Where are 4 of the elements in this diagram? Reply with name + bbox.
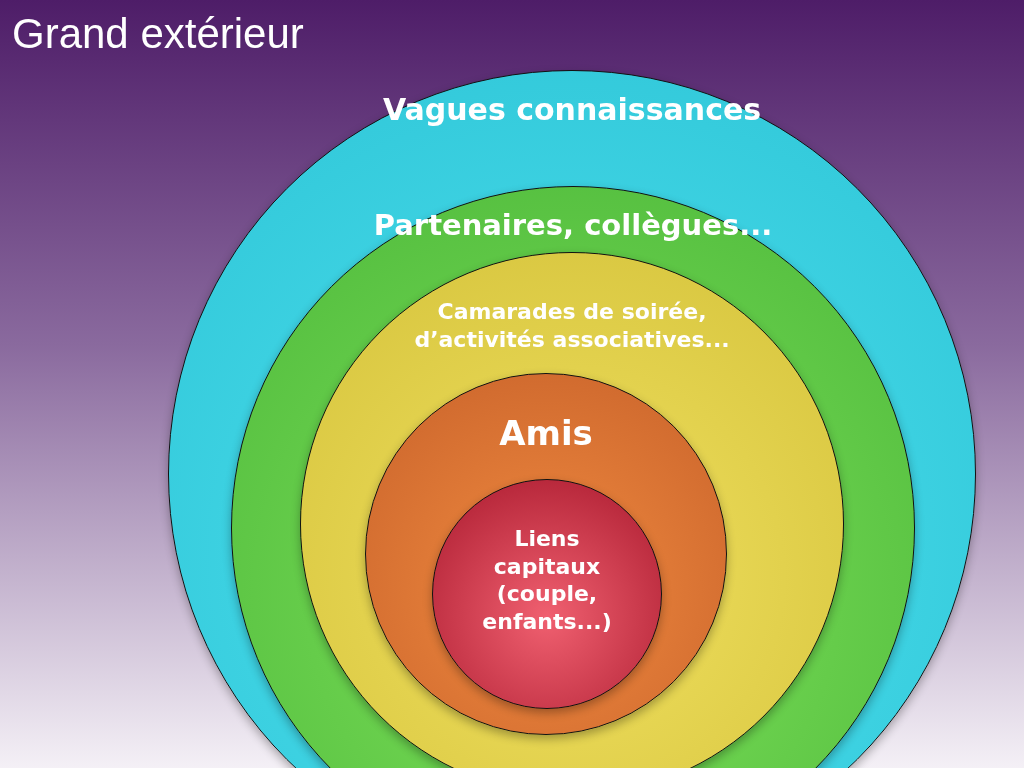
region-label: Liens capitaux (couple, enfants...)	[481, 525, 613, 635]
region-label: Camarades de soirée, d’activités associatives...	[413, 298, 731, 353]
title: Grand extérieur	[12, 10, 304, 58]
region-label: Amis	[498, 412, 594, 455]
